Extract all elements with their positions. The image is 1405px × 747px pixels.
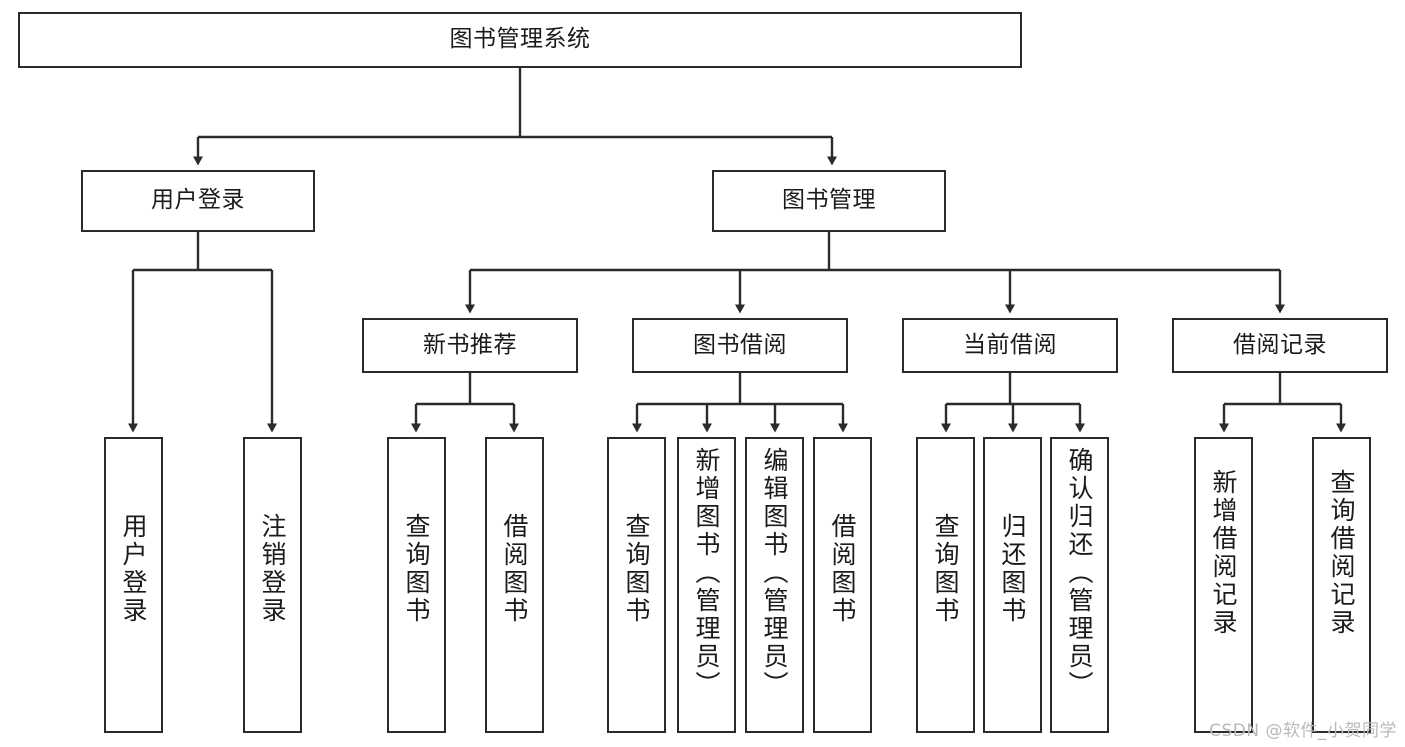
node-leaf-add-book-label: 新增图书（管理员） <box>692 447 721 699</box>
node-borrow-record[interactable]: 借阅记录 <box>1172 318 1388 373</box>
node-book-borrow[interactable]: 图书借阅 <box>632 318 848 373</box>
node-leaf-edit-book-label: 编辑图书（管理员） <box>760 447 789 699</box>
node-new-book-rec[interactable]: 新书推荐 <box>362 318 578 373</box>
node-leaf-add-book[interactable]: 新增图书（管理员） <box>677 437 736 733</box>
node-leaf-confirm-return-label: 确认归还（管理员） <box>1065 447 1094 699</box>
node-book-manage[interactable]: 图书管理 <box>712 170 946 232</box>
node-leaf-logout[interactable]: 注销登录 <box>243 437 302 733</box>
node-leaf-edit-book[interactable]: 编辑图书（管理员） <box>745 437 804 733</box>
node-current-borrow[interactable]: 当前借阅 <box>902 318 1118 373</box>
node-borrow-record-label: 借阅记录 <box>1233 331 1327 358</box>
node-user-login-label: 用户登录 <box>151 187 245 214</box>
node-leaf-return-book[interactable]: 归还图书 <box>983 437 1042 733</box>
node-leaf-query-book-2[interactable]: 查询图书 <box>607 437 666 733</box>
node-leaf-query-record[interactable]: 查询借阅记录 <box>1312 437 1371 733</box>
node-root[interactable]: 图书管理系统 <box>18 12 1022 68</box>
node-book-borrow-label: 图书借阅 <box>693 331 787 358</box>
node-leaf-return-book-label: 归还图书 <box>998 513 1027 625</box>
node-user-login[interactable]: 用户登录 <box>81 170 315 232</box>
node-new-book-rec-label: 新书推荐 <box>423 331 517 358</box>
node-leaf-borrow-book-2-label: 借阅图书 <box>828 513 857 625</box>
node-leaf-query-book-3[interactable]: 查询图书 <box>916 437 975 733</box>
node-leaf-query-book-1-label: 查询图书 <box>402 513 431 625</box>
node-leaf-query-book-3-label: 查询图书 <box>931 513 960 625</box>
node-leaf-borrow-book-1[interactable]: 借阅图书 <box>485 437 544 733</box>
node-leaf-add-record-label: 新增借阅记录 <box>1209 469 1238 637</box>
node-leaf-add-record[interactable]: 新增借阅记录 <box>1194 437 1253 733</box>
node-leaf-confirm-return[interactable]: 确认归还（管理员） <box>1050 437 1109 733</box>
node-leaf-user-login[interactable]: 用户登录 <box>104 437 163 733</box>
node-leaf-query-book-2-label: 查询图书 <box>622 513 651 625</box>
watermark-text: CSDN @软件_小贺同学 <box>1209 721 1397 741</box>
node-leaf-query-book-1[interactable]: 查询图书 <box>387 437 446 733</box>
node-current-borrow-label: 当前借阅 <box>963 331 1057 358</box>
node-leaf-borrow-book-1-label: 借阅图书 <box>500 513 529 625</box>
node-root-label: 图书管理系统 <box>449 26 591 53</box>
node-leaf-query-record-label: 查询借阅记录 <box>1327 469 1356 637</box>
node-book-manage-label: 图书管理 <box>782 187 876 214</box>
node-leaf-logout-label: 注销登录 <box>258 513 287 625</box>
node-leaf-borrow-book-2[interactable]: 借阅图书 <box>813 437 872 733</box>
node-leaf-user-login-label: 用户登录 <box>119 513 148 625</box>
